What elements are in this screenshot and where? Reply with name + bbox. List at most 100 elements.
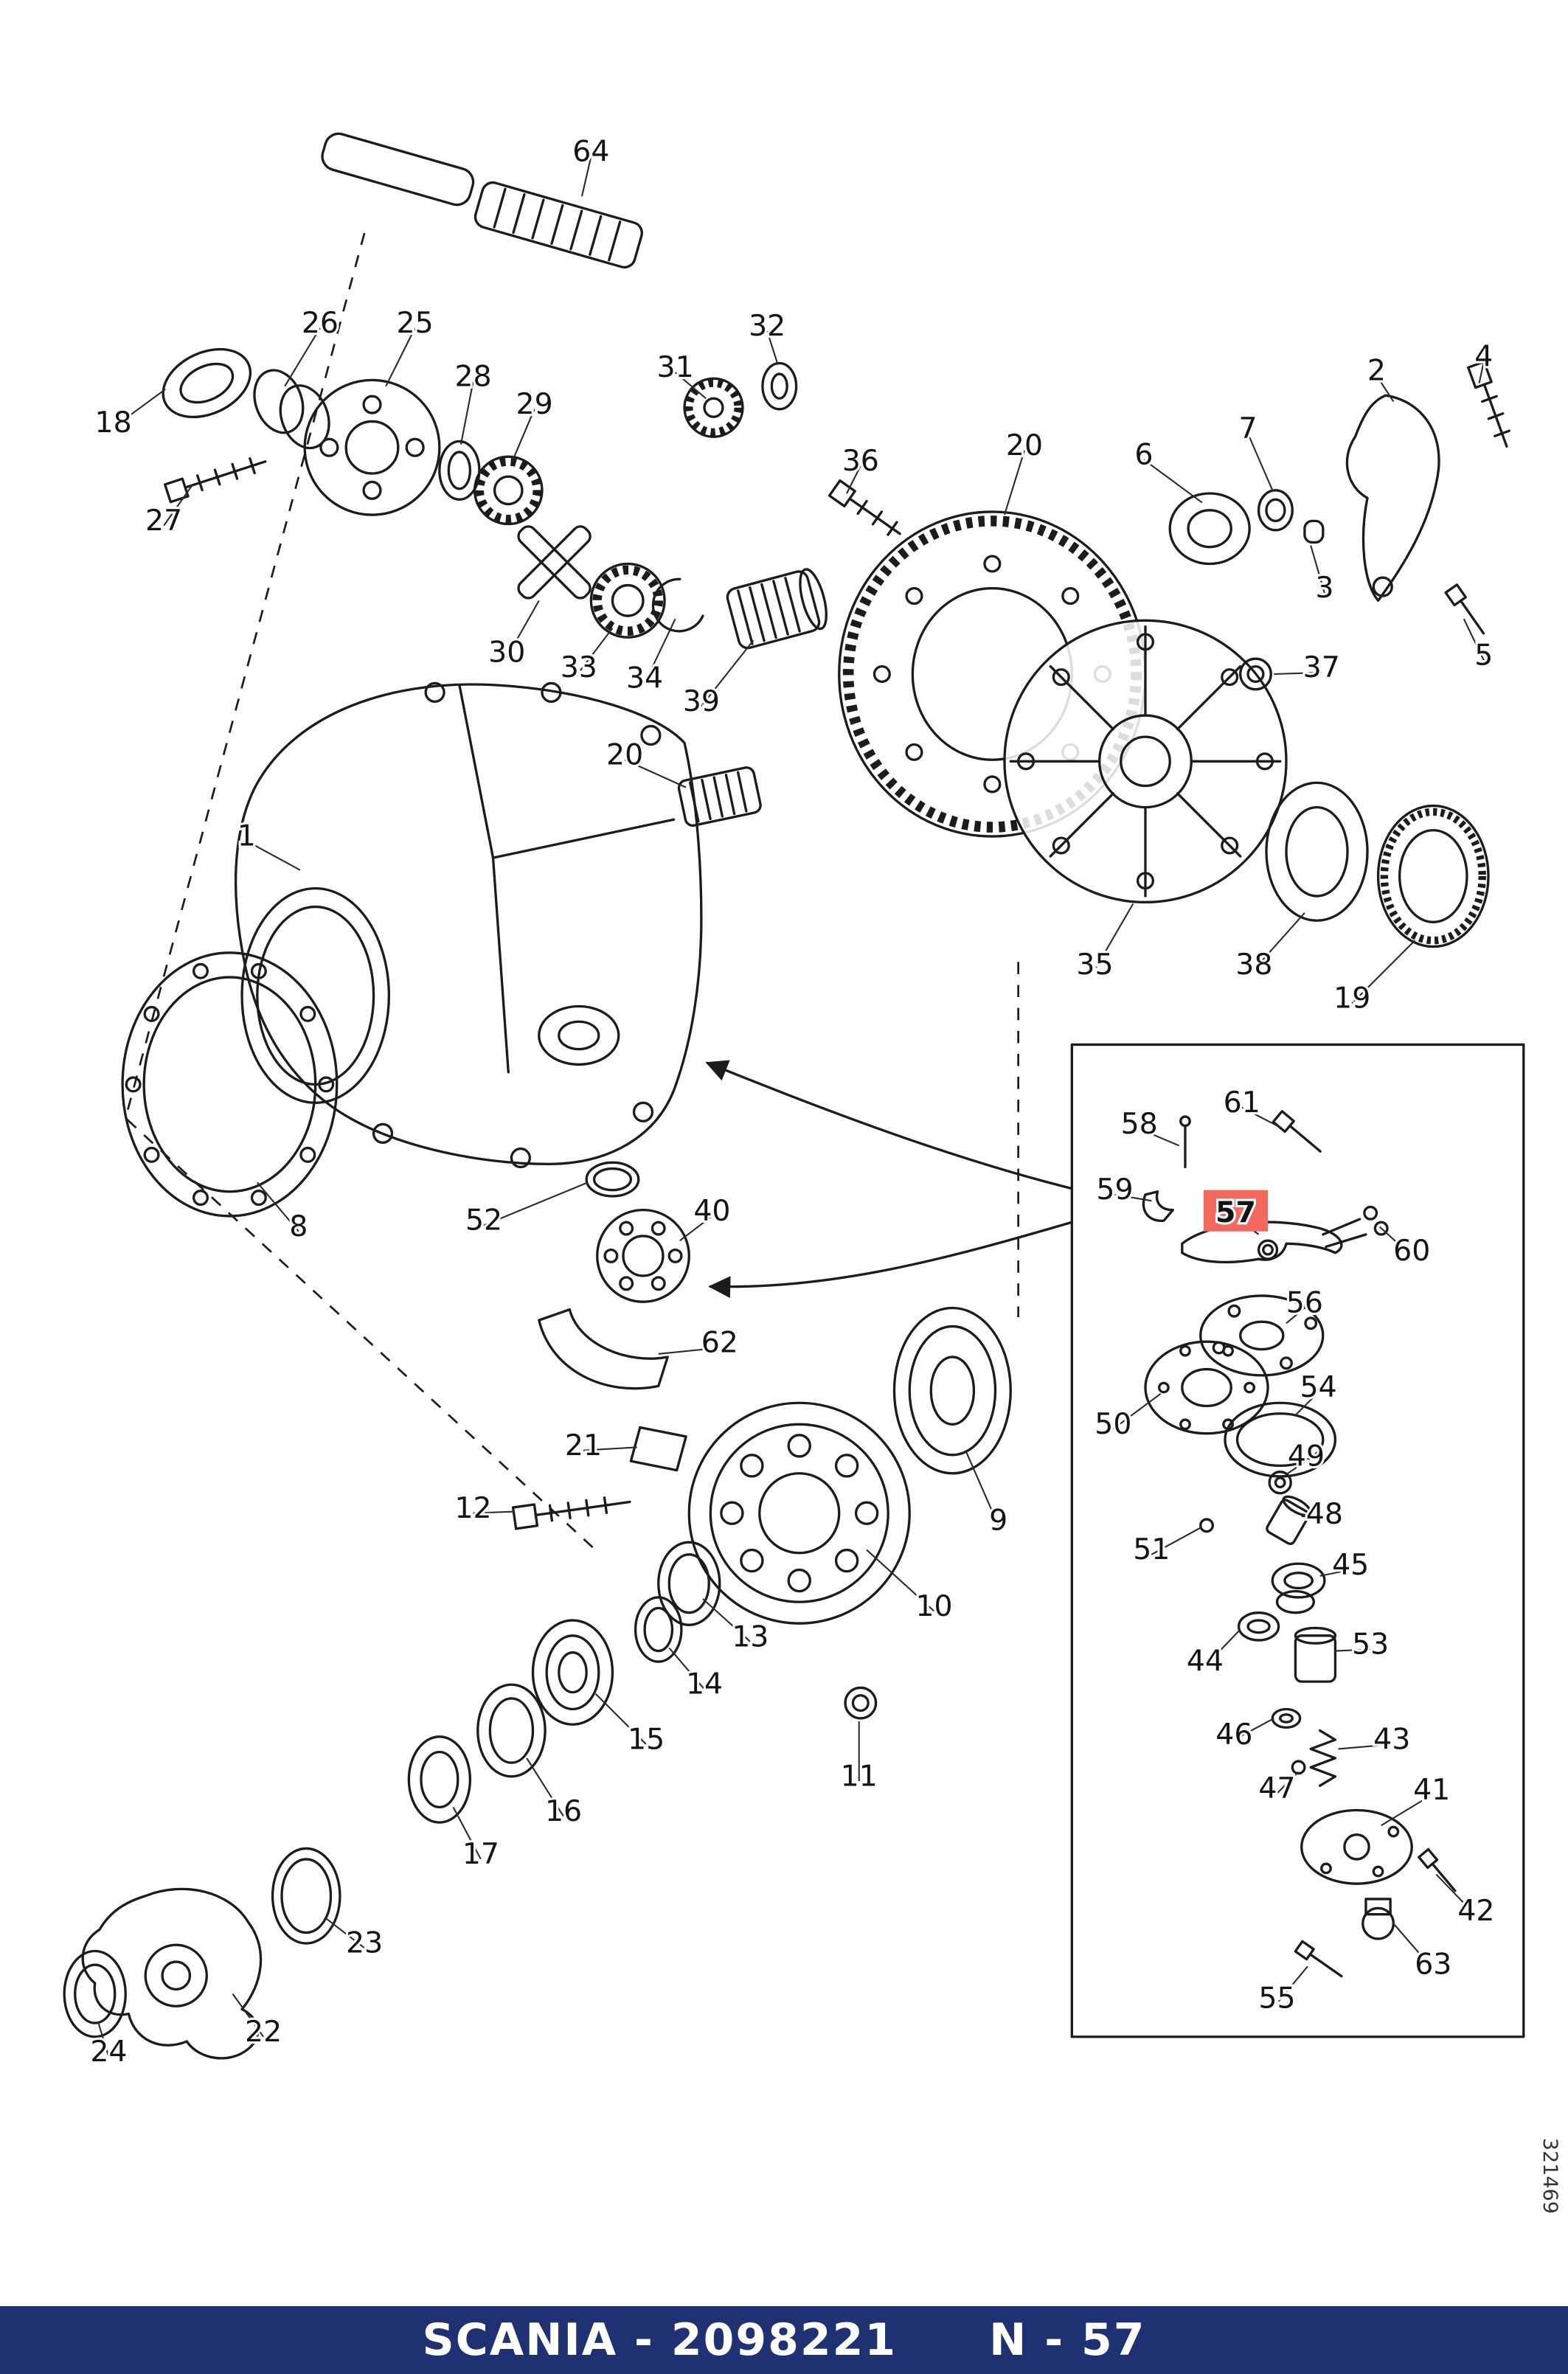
- callout-8: 8: [289, 1209, 308, 1243]
- part-59-clip: [1142, 1190, 1175, 1222]
- callout-42: 42: [1457, 1894, 1494, 1928]
- part-43-spring: [1309, 1729, 1337, 1787]
- callout-45: 45: [1332, 1548, 1369, 1582]
- side-code: 321469: [1538, 2138, 1561, 2214]
- callout-16: 16: [545, 1794, 582, 1828]
- callout-6: 6: [1134, 438, 1153, 472]
- callout-56: 56: [1286, 1286, 1323, 1320]
- part-5-screw: [1444, 583, 1485, 635]
- callout-55: 55: [1258, 1981, 1295, 2015]
- part-9-bearing: [892, 1306, 1012, 1475]
- part-31-bevel-gear: [683, 377, 744, 438]
- callout-13: 13: [732, 1620, 769, 1653]
- callout-36: 36: [842, 444, 879, 478]
- part-14-ring: [634, 1596, 683, 1663]
- part-53-cylinder: [1294, 1626, 1337, 1683]
- part-25-diff-case: [303, 378, 441, 516]
- callout-47: 47: [1258, 1771, 1295, 1805]
- callout-51: 51: [1133, 1533, 1170, 1566]
- part-61-bolt: [1272, 1110, 1322, 1153]
- part-48-piston: [1266, 1495, 1312, 1545]
- part-26-washers: [253, 369, 330, 450]
- part-30-spider-cross: [517, 525, 592, 600]
- part-34-snap-ring: [651, 577, 704, 633]
- callout-15: 15: [628, 1722, 665, 1756]
- callout-1: 1: [237, 819, 256, 853]
- part-15-bearing: [531, 1619, 614, 1726]
- part-56-cover: [1199, 1294, 1325, 1377]
- part-36-bolt: [828, 479, 901, 536]
- part-11-plug: [844, 1686, 878, 1720]
- part-52-oring: [585, 1161, 640, 1198]
- part-10-hub-flange: [687, 1401, 911, 1625]
- part-38-bearing: [1265, 781, 1369, 922]
- callout-54: 54: [1300, 1370, 1336, 1404]
- callout-63: 63: [1415, 1948, 1451, 1982]
- part-12-bolt: [511, 1496, 631, 1530]
- part-19-lock-ring: [1376, 804, 1490, 948]
- part-37-nut: [1239, 657, 1272, 691]
- part-4-bolt: [1467, 360, 1510, 448]
- part-2-bracket: [1345, 394, 1440, 602]
- callout-26: 26: [302, 306, 339, 340]
- callout-28: 28: [454, 360, 491, 394]
- callout-18: 18: [95, 406, 132, 440]
- callout-11: 11: [841, 1759, 878, 1793]
- part-32-washer: [761, 361, 798, 411]
- callout-30: 30: [488, 635, 525, 669]
- callout-53: 53: [1352, 1628, 1389, 1662]
- part-18-bearing: [162, 347, 252, 419]
- part-41-cover-plate: [1300, 1808, 1413, 1885]
- callout-48: 48: [1306, 1497, 1343, 1531]
- callout-29: 29: [516, 387, 552, 421]
- callout-32: 32: [749, 309, 785, 343]
- part-33-gear: [589, 562, 666, 639]
- callout-31: 31: [656, 350, 693, 384]
- callout-10: 10: [915, 1589, 952, 1623]
- callout-57: 57: [1215, 1195, 1256, 1229]
- part-51-pin: [1199, 1518, 1214, 1533]
- callout-61: 61: [1224, 1086, 1260, 1120]
- callout-19: 19: [1333, 982, 1370, 1016]
- callout-20: 20: [1006, 428, 1043, 462]
- part-40-flange-unit: [596, 1208, 690, 1303]
- inset-arrows: [705, 1060, 1073, 1299]
- callout-7: 7: [1239, 412, 1257, 445]
- part-58-pin: [1179, 1115, 1191, 1169]
- callout-50: 50: [1095, 1407, 1131, 1441]
- callout-20: 20: [606, 737, 643, 771]
- footer-left-text: SCANIA - 2098221: [422, 2314, 898, 2366]
- callout-49: 49: [1288, 1439, 1325, 1473]
- part-44-ring: [1237, 1611, 1280, 1642]
- callout-64: 64: [572, 134, 609, 168]
- callout-27: 27: [145, 504, 182, 538]
- part-42-screw: [1418, 1847, 1457, 1892]
- callout-12: 12: [454, 1491, 491, 1525]
- footer-right-text: N - 57: [989, 2314, 1146, 2366]
- callout-4: 4: [1474, 340, 1493, 374]
- part-46-ring: [1271, 1707, 1302, 1729]
- inset-box: [1070, 1043, 1525, 2038]
- callout-46: 46: [1215, 1718, 1252, 1752]
- callout-62: 62: [701, 1326, 738, 1360]
- footer: SCANIA - 2098221 N - 57: [0, 2306, 1568, 2374]
- part-60-fasteners: [1363, 1205, 1389, 1236]
- callout-23: 23: [346, 1926, 383, 1960]
- callout-22: 22: [245, 2015, 282, 2049]
- callout-24: 24: [90, 2035, 127, 2069]
- part-63-fitting: [1361, 1898, 1395, 1940]
- dashed-region: [124, 232, 1020, 1552]
- callout-44: 44: [1187, 1645, 1224, 1679]
- callout-40: 40: [693, 1194, 730, 1228]
- part-22-yoke: [81, 1887, 263, 2060]
- part-62-shield: [538, 1308, 669, 1390]
- part-24-seal: [63, 1949, 127, 2038]
- part-17-seal: [407, 1735, 472, 1824]
- part-54-plate: [1224, 1401, 1337, 1478]
- callout-33: 33: [561, 650, 597, 684]
- part-39-pinion-gear: [726, 568, 828, 650]
- callout-25: 25: [397, 306, 434, 340]
- part-21-plate: [629, 1426, 687, 1472]
